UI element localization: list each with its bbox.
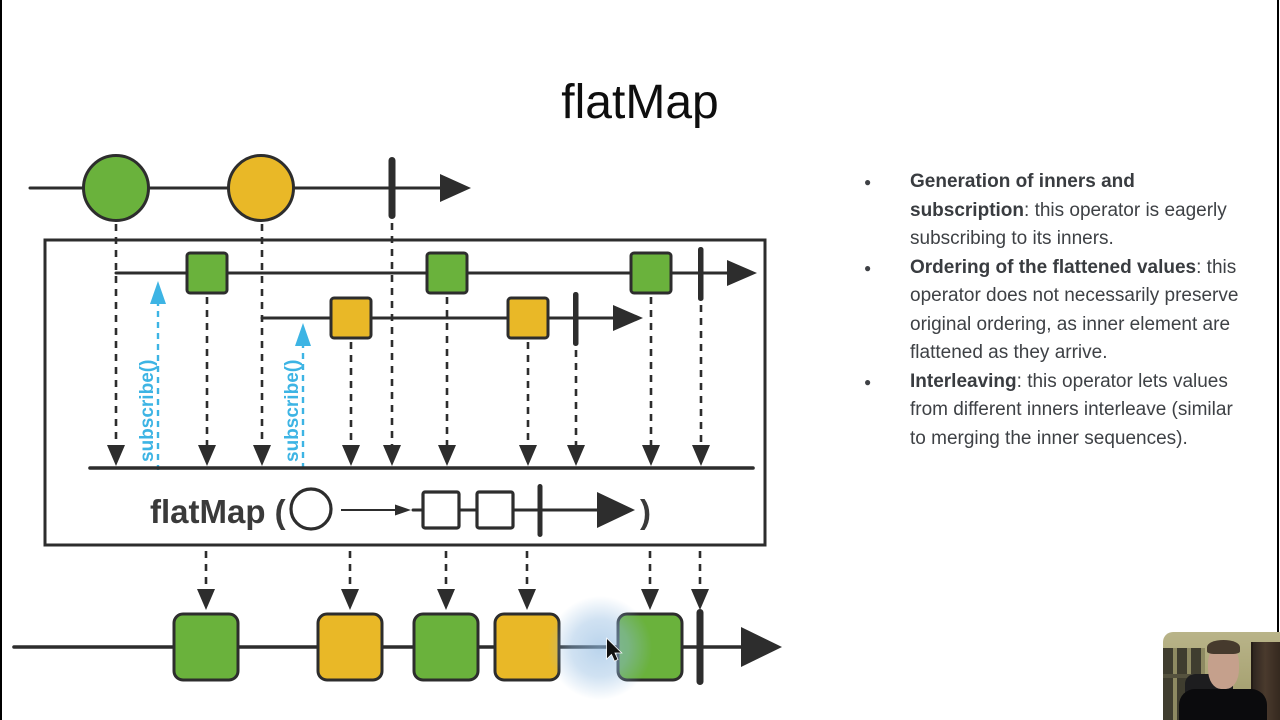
inner-green-complete-bar (698, 247, 704, 301)
output-green-square-2 (412, 612, 480, 682)
output-yellow-square-1 (316, 612, 384, 682)
inner-green-square-2 (425, 251, 469, 295)
inner-green-square-1 (185, 251, 229, 295)
bullet-rest-text: : this operator lets values from differe… (910, 370, 1233, 449)
operator-close-paren: ) (640, 493, 651, 530)
lambda-output-square-1 (421, 490, 461, 530)
bullet-bold-text: Interleaving (910, 370, 1017, 392)
inner-yellow-complete-bar (573, 292, 579, 346)
source-arrowhead (440, 174, 471, 202)
webcam-presenter-head (1207, 640, 1240, 689)
lambda-complete-bar (537, 484, 543, 537)
operator-label: flatMap ( (150, 493, 286, 530)
inner-green-arrowhead (727, 260, 757, 286)
source-green-circle-marble (82, 154, 150, 222)
subscribe-annotation-2: subscribe() (282, 323, 311, 470)
webcam-overlay (1163, 632, 1280, 720)
bullet-item-generation: ● Generation of inners and subscription:… (862, 168, 1242, 254)
inner-dashed-arrows (107, 223, 710, 466)
flatmap-marble-diagram: subscribe() subscribe() flatMap ( ) (12, 154, 782, 700)
bullet-dot: ● (864, 260, 872, 275)
lambda-input-circle (289, 487, 333, 531)
lambda-arrowhead (597, 492, 635, 528)
operator-signature: flatMap ( ) (150, 484, 651, 537)
subscribe-annotation-1: subscribe() (137, 281, 166, 470)
bullet-dot: ● (864, 374, 872, 389)
bullet-text: Interleaving: this operator lets values … (910, 368, 1242, 454)
source-complete-bar (388, 157, 396, 219)
page-title: flatMap (561, 76, 719, 130)
output-green-square-1 (172, 612, 240, 682)
slide-left-border (0, 0, 2, 720)
webcam-presenter-body (1179, 689, 1267, 720)
operator-box (43, 238, 767, 547)
bullet-list: ● Generation of inners and subscription:… (862, 168, 1242, 453)
bullet-item-ordering: ● Ordering of the flattened values: this… (862, 254, 1242, 368)
inner-yellow-square-1 (329, 296, 373, 340)
output-dashed-arrows (197, 551, 709, 610)
bullet-bold-text: Generation of inners and subscription (910, 171, 1135, 221)
source-timeline (28, 154, 471, 222)
bullet-dot: ● (864, 175, 872, 189)
subscribe-label: subscribe() (282, 360, 303, 462)
lambda-output-square-2 (475, 490, 515, 530)
bullet-text: Ordering of the flattened values: this o… (910, 254, 1242, 368)
source-yellow-circle-marble (227, 154, 295, 222)
output-arrowhead (741, 627, 782, 667)
output-timeline (12, 609, 782, 685)
bullet-text: Generation of inners and subscription: t… (910, 168, 1242, 254)
mouse-cursor (606, 637, 623, 662)
inner-yellow-square-2 (506, 296, 550, 340)
bullet-item-interleaving: ● Interleaving: this operator lets value… (862, 368, 1242, 454)
inner-yellow-arrowhead (613, 305, 643, 331)
inner-yellow-timeline (260, 292, 643, 346)
subscribe-up-arrow (295, 323, 311, 346)
bullet-rest-text: : this operator does not necessarily pre… (910, 256, 1239, 364)
bullet-rest-text: : this operator is eagerly subscribing t… (910, 199, 1227, 250)
inner-green-timeline (114, 247, 757, 301)
slide-right-border (1277, 0, 1279, 720)
output-complete-bar (696, 609, 704, 685)
inner-green-square-3 (629, 251, 673, 295)
maps-to-arrowhead (395, 504, 411, 516)
cursor-highlight-glow (548, 596, 652, 700)
subscribe-label: subscribe() (137, 360, 158, 462)
subscribe-up-arrow (150, 281, 166, 304)
bullet-bold-text: Ordering of the flattened values (910, 256, 1197, 278)
